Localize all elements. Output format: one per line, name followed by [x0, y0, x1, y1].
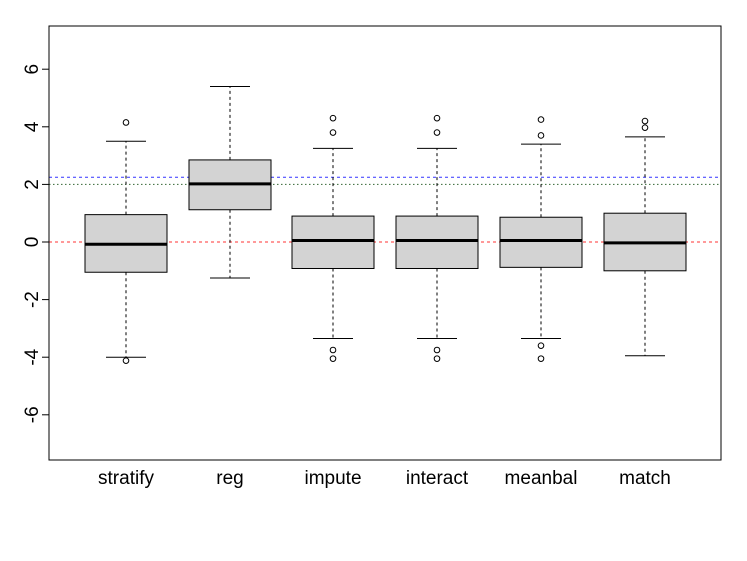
y-tick-label: 2: [22, 179, 43, 190]
outlier-point: [641, 117, 649, 125]
outlier-point: [537, 132, 545, 139]
outlier-point: [122, 119, 130, 126]
y-tick-label: 6: [22, 64, 43, 75]
box-impute: [291, 114, 375, 362]
box-iqr: [395, 215, 479, 269]
box-group: [84, 85, 687, 364]
x-tick-label: impute: [304, 468, 361, 489]
x-axis: stratify reg impute interact meanbal match: [98, 468, 671, 489]
outlier-point: [537, 342, 545, 349]
outlier-point: [122, 357, 130, 364]
box-iqr: [291, 215, 375, 269]
y-tick-label: -6: [22, 406, 43, 423]
y-axis: -6 -4 -2 0 2 4 6: [22, 64, 50, 423]
box-reg: [188, 85, 272, 279]
x-tick-label: match: [619, 468, 671, 489]
y-tick-label: 0: [22, 237, 43, 248]
x-tick-label: reg: [216, 468, 243, 489]
outlier-point: [537, 355, 545, 362]
outlier-point: [433, 129, 441, 136]
outlier-point: [329, 114, 337, 122]
y-tick-label: 4: [22, 121, 43, 132]
outlier-point: [641, 124, 649, 131]
x-tick-label: meanbal: [505, 468, 578, 489]
y-tick-label: -4: [22, 348, 43, 365]
outlier-point: [329, 129, 337, 136]
outlier-point: [329, 355, 337, 362]
y-tick-label: -2: [22, 291, 43, 308]
box-stratify: [84, 119, 168, 364]
x-tick-label: stratify: [98, 468, 154, 489]
outlier-point: [537, 116, 545, 123]
outlier-point: [433, 114, 441, 122]
box-meanbal: [499, 116, 583, 362]
box-interact: [395, 114, 479, 362]
x-tick-label: interact: [406, 468, 469, 489]
outlier-point: [329, 346, 337, 354]
box-iqr: [499, 216, 583, 268]
outlier-point: [433, 355, 441, 362]
box-match: [603, 117, 687, 357]
outlier-point: [433, 346, 441, 354]
